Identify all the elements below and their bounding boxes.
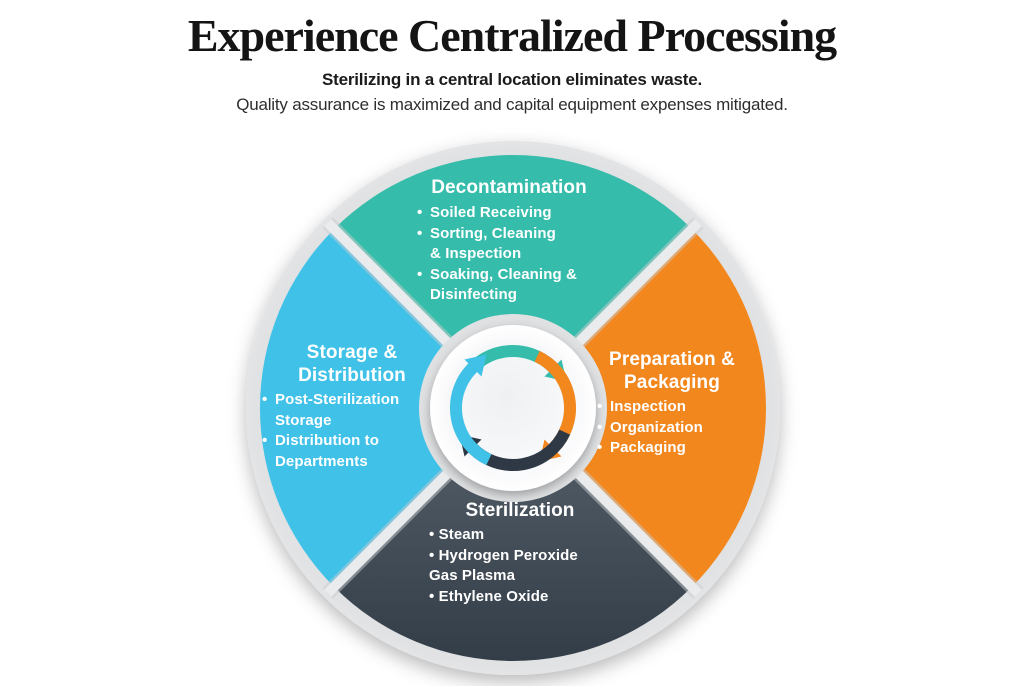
bullet-item: Soaking, Cleaning & Disinfecting [417, 265, 609, 306]
bullet-item: Organization [597, 418, 752, 439]
segment-preparation-packaging: Preparation & Packaging Inspection Organ… [592, 348, 752, 459]
bullet-item: Packaging [597, 438, 752, 459]
segment-title: Decontamination [431, 177, 587, 198]
segment-sterilization: Sterilization Steam Hydrogen Peroxide Ga… [425, 500, 615, 607]
bullet-item: Post-Sterilization Storage [262, 390, 447, 431]
segment-title: Preparation & Packaging [609, 349, 735, 393]
subtitle: Quality assurance is maximized and capit… [236, 95, 788, 114]
segment-decontamination: Decontamination Soiled Receiving Sorting… [409, 177, 609, 306]
segment-bullets: Post-Sterilization Storage Distribution … [257, 390, 447, 472]
cycle-arrows-icon [450, 345, 576, 471]
subtitle-bold: Sterilizing in a central location elimin… [322, 70, 702, 89]
segment-bullets: Soiled Receiving Sorting, Cleaning & Ins… [409, 203, 609, 306]
page-title: Experience Centralized Processing [187, 10, 837, 61]
segment-title: Storage & Distribution [298, 342, 406, 386]
bullet-item: Hydrogen Peroxide Gas Plasma [429, 546, 615, 587]
cycle-arrow-blue-icon [450, 354, 492, 466]
segment-bullets: Inspection Organization Packaging [592, 397, 752, 459]
bullet-item: Distribution to Departments [262, 431, 447, 472]
header: Experience Centralized Processing Steril… [0, 0, 1024, 115]
bullet-item: Steam [429, 525, 615, 546]
segment-bullets: Steam Hydrogen Peroxide Gas Plasma Ethyl… [425, 525, 615, 607]
bullet-item: Sorting, Cleaning & Inspection [417, 224, 609, 265]
bullet-item: Soiled Receiving [417, 203, 609, 224]
segment-title: Sterilization [465, 500, 575, 521]
bullet-item: Inspection [597, 397, 752, 418]
segment-storage-distribution: Storage & Distribution Post-Sterilizatio… [257, 341, 447, 472]
bullet-item: Ethylene Oxide [429, 587, 615, 608]
